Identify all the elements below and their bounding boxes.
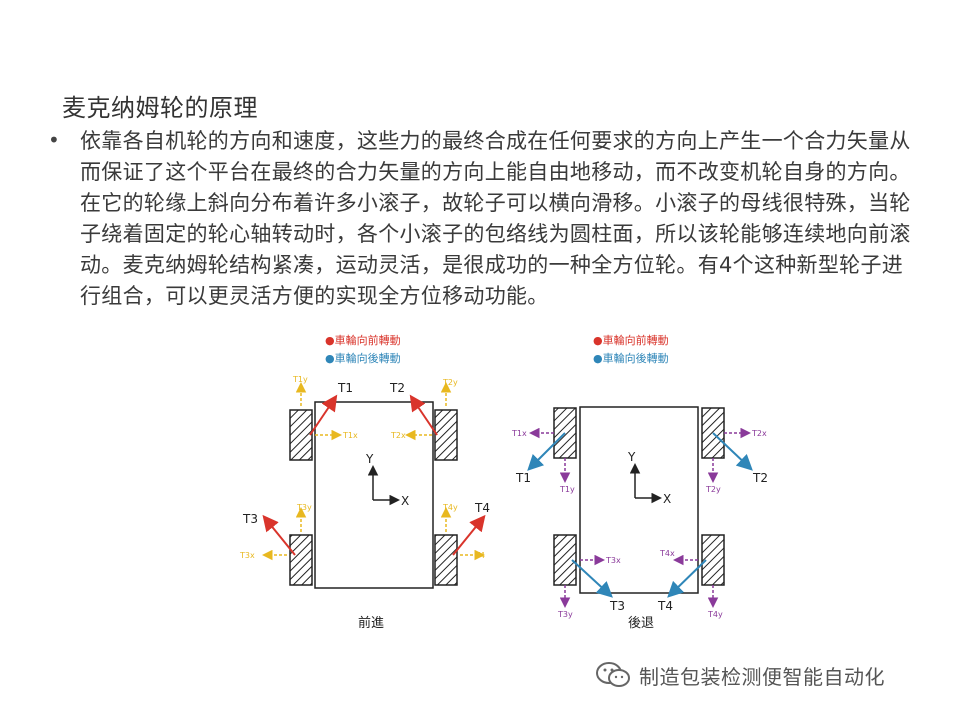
label-t1y: T1y bbox=[559, 485, 575, 494]
legend-red: ●車輪向前轉動 bbox=[593, 333, 669, 347]
bullet-text: 依靠各自机轮的方向和速度，这些力的最终合成在任何要求的方向上产生一个合力矢量从而… bbox=[80, 129, 911, 308]
label-t3y: T3y bbox=[557, 610, 573, 619]
wheel-1 bbox=[289, 409, 313, 461]
label-t1x: T1x bbox=[342, 431, 358, 440]
label-t4: T4 bbox=[657, 599, 673, 613]
label-t1x: T1x bbox=[511, 429, 527, 438]
label-t2y: T2y bbox=[442, 378, 458, 387]
wheel-3 bbox=[289, 534, 313, 586]
label-t4x: T4x bbox=[659, 549, 675, 558]
diagram-backward: ●車輪向前轉動 ●車輪向後轉動 Y X T1 T2 T3 T4 T1x T2x … bbox=[500, 330, 790, 635]
bullet-symbol: • bbox=[48, 128, 60, 152]
axis-y-label: Y bbox=[627, 450, 636, 464]
label-t2x: T2x bbox=[390, 431, 406, 440]
label-t4: T4 bbox=[474, 501, 490, 515]
legend-red: ●車輪向前轉動 bbox=[325, 333, 401, 347]
bullet-block: • 依靠各自机轮的方向和速度，这些力的最终合成在任何要求的方向上产生一个合力矢量… bbox=[40, 126, 920, 312]
label-t4y: T4y bbox=[442, 503, 458, 512]
label-t4x: T4 bbox=[474, 551, 485, 560]
label-t3y: T3y bbox=[296, 503, 312, 512]
label-t2: T2 bbox=[752, 471, 768, 485]
label-t3x: T3x bbox=[239, 551, 255, 560]
label-t1: T1 bbox=[337, 381, 353, 395]
slide-title: 麦克纳姆轮的原理 bbox=[62, 94, 258, 122]
legend-blue: ●車輪向後轉動 bbox=[593, 351, 669, 365]
watermark: 制造包装检测便智能自动化 bbox=[595, 660, 885, 690]
caption-forward: 前進 bbox=[358, 615, 384, 631]
label-t1y: T1y bbox=[292, 375, 308, 384]
label-t3: T3 bbox=[609, 599, 625, 613]
caption-backward: 後退 bbox=[628, 616, 654, 631]
label-t3: T3 bbox=[242, 512, 258, 526]
legend-blue: ●車輪向後轉動 bbox=[325, 351, 401, 365]
wheel-2 bbox=[434, 409, 458, 461]
label-t2: T2 bbox=[389, 381, 405, 395]
chassis bbox=[314, 401, 434, 589]
label-t3x: T3x bbox=[605, 556, 621, 565]
label-t2y: T2y bbox=[705, 485, 721, 494]
axis-x-label: X bbox=[401, 494, 409, 508]
wheel-4 bbox=[434, 534, 458, 586]
diagram-forward: ●車輪向前轉動 ●車輪向後轉動 Y X T1 T2 T3 T4 T1y T2y … bbox=[225, 330, 495, 635]
chassis bbox=[579, 406, 699, 594]
label-t1: T1 bbox=[515, 471, 531, 485]
label-t4y: T4y bbox=[707, 610, 723, 619]
wechat-icon bbox=[596, 662, 630, 687]
watermark-text: 制造包装检测便智能自动化 bbox=[639, 664, 885, 689]
axis-y-label: Y bbox=[365, 452, 374, 466]
label-t2x: T2x bbox=[751, 429, 767, 438]
axis-x-label: X bbox=[663, 492, 671, 506]
